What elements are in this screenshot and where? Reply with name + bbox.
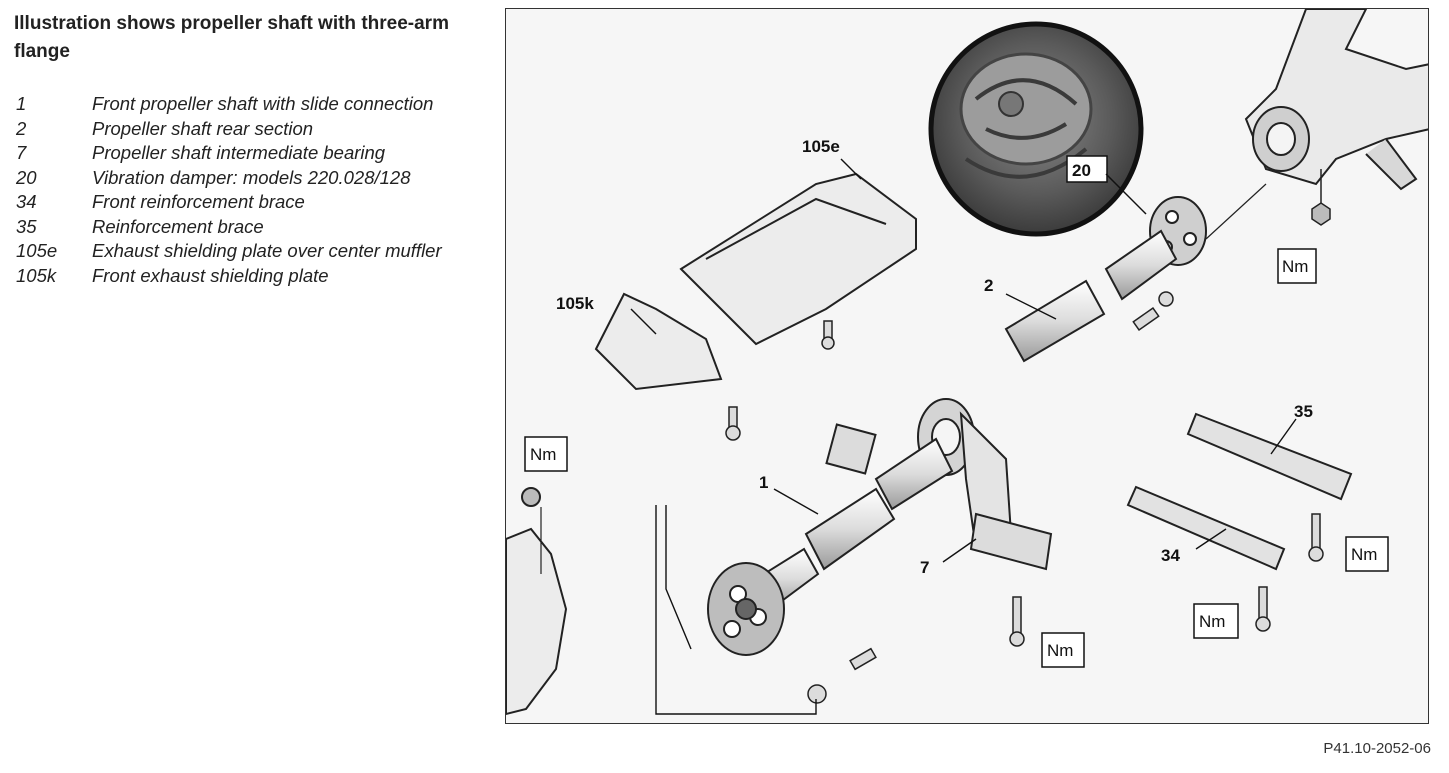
legend-number: 1 xyxy=(16,93,27,114)
legend-number: 34 xyxy=(16,191,37,212)
legend-item: 105e Exhaust shielding plate over center … xyxy=(16,239,466,264)
legend-number: 2 xyxy=(16,117,27,139)
nm-label: Nm xyxy=(1282,257,1308,276)
legend-item: 7 Propeller shaft intermediate bearing xyxy=(16,141,466,166)
torque-box: Nm xyxy=(1277,248,1317,284)
nm-label: Nm xyxy=(530,445,556,464)
callout-2: 2 xyxy=(984,276,993,295)
parts-legend: 1 Front propeller shaft with slide connec… xyxy=(16,92,466,288)
legend-text: Propeller shaft intermediate bearing xyxy=(92,142,386,163)
legend-item: 105k Front exhaust shielding plate xyxy=(16,264,466,289)
nm-label: Nm xyxy=(1199,612,1225,631)
propeller-shaft-front xyxy=(754,437,954,611)
reinforcement-brace-35 xyxy=(1186,412,1353,501)
legend-text: Front exhaust shielding plate xyxy=(92,264,329,286)
figure-title: Illustration shows propeller shaft with … xyxy=(14,13,449,62)
legend-text: Propeller shaft rear section xyxy=(92,117,314,139)
legend-number: 20 xyxy=(16,166,37,188)
torque-box: Nm xyxy=(524,436,568,472)
legend-text: Front propeller shaft with slide connect… xyxy=(92,93,434,114)
nut-icon xyxy=(1311,202,1331,226)
torque-box: Nm xyxy=(1193,603,1239,639)
callout-20: 20 xyxy=(1072,161,1091,180)
legend-text: Front reinforcement brace xyxy=(92,191,305,212)
torque-box: Nm xyxy=(1041,632,1085,668)
propeller-shaft-drawing: 20 xyxy=(506,9,1428,716)
callout-35: 35 xyxy=(1294,402,1313,421)
callout-34: 34 xyxy=(1161,546,1180,565)
legend-text: Exhaust shielding plate over center muff… xyxy=(92,240,442,261)
nm-label: Nm xyxy=(1047,641,1073,660)
transmission-housing xyxy=(506,487,568,716)
legend-text: Vibration damper: models 220.028/128 xyxy=(92,166,411,188)
exhaust-shield-105e xyxy=(679,172,917,346)
legend-item: 34 Front reinforcement brace xyxy=(16,190,466,215)
torque-box: Nm xyxy=(1345,536,1389,572)
exploded-view-figure: 20 xyxy=(505,8,1429,724)
bolt-icon xyxy=(725,291,1324,704)
callout-7: 7 xyxy=(920,558,929,577)
legend-text: Reinforcement brace xyxy=(92,215,264,237)
front-flex-disc xyxy=(707,562,785,656)
leader-lines xyxy=(630,158,1297,715)
reinforcement-brace-34 xyxy=(1126,485,1286,571)
callout-1: 1 xyxy=(759,473,768,492)
legend-number: 35 xyxy=(16,215,37,237)
legend-item: 20 Vibration damper: models 220.028/128 xyxy=(16,166,466,191)
legend-number: 105e xyxy=(16,240,58,261)
detail-magnifier: 20 xyxy=(928,21,1147,237)
callout-105e: 105e xyxy=(802,137,840,156)
nm-label: Nm xyxy=(1351,545,1377,564)
legend-number: 7 xyxy=(16,142,27,163)
legend-item: 35 Reinforcement brace xyxy=(16,215,466,240)
rear-axle-housing xyxy=(1244,9,1428,191)
figure-reference-code: P41.10-2052-06 xyxy=(1323,740,1431,757)
legend-item: 2 Propeller shaft rear section xyxy=(16,117,466,142)
intermediate-bearing xyxy=(825,398,1053,571)
exhaust-shield-105k xyxy=(594,292,723,391)
propeller-shaft-rear xyxy=(1004,229,1178,363)
callout-105k: 105k xyxy=(556,294,594,313)
legend-item: 1 Front propeller shaft with slide connec… xyxy=(16,92,466,117)
legend-number: 105k xyxy=(16,264,57,286)
